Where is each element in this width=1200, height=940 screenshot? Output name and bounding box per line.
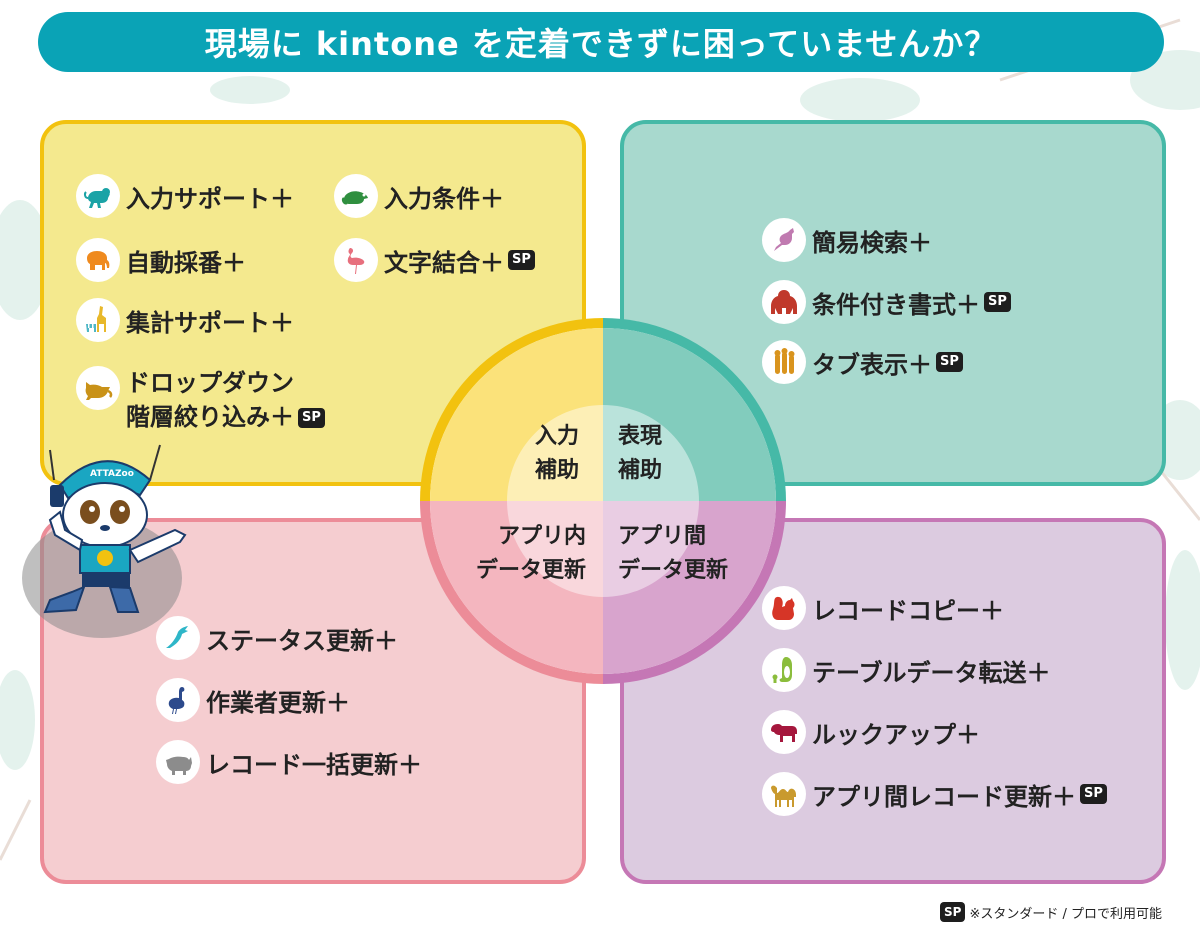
squirrel-icon xyxy=(762,586,806,630)
footnote-text: ※スタンダード / プロで利用可能 xyxy=(969,906,1162,922)
center-slice-inapp xyxy=(430,501,603,674)
plugin-label: テーブルデータ転送＋ xyxy=(812,658,1051,687)
mascot-cap-text: ATTAZoo xyxy=(90,469,134,479)
center-slice-input xyxy=(430,328,603,501)
plugin-label: 自動採番＋ xyxy=(126,248,246,277)
plugin-item[interactable]: テーブルデータ転送＋ xyxy=(762,648,1051,692)
kangaroo-icon xyxy=(762,218,806,262)
center-inner-glow xyxy=(507,405,699,597)
plugin-item[interactable]: アプリ間レコード更新＋ SP xyxy=(762,772,1107,816)
plugin-label: タブ表示＋ xyxy=(812,350,932,379)
plugin-item[interactable]: 条件付き書式＋ SP xyxy=(762,280,1011,324)
title-banner: 現場に kintone を定着できずに困っていませんか？ xyxy=(38,12,1164,72)
plugin-item[interactable]: 入力サポート＋ xyxy=(76,174,294,218)
plugin-item[interactable]: タブ表示＋ SP xyxy=(762,340,963,384)
plugin-item[interactable]: 入力条件＋ xyxy=(334,174,504,218)
plugin-item[interactable]: 簡易検索＋ xyxy=(762,218,932,262)
camel-icon xyxy=(762,772,806,816)
ostrich-icon xyxy=(156,678,200,722)
fox-icon xyxy=(76,366,120,410)
lion-icon xyxy=(762,710,806,754)
monkey-icon xyxy=(76,174,120,218)
flamingo-icon xyxy=(334,238,378,282)
plugin-label: レコード一括更新＋ xyxy=(206,750,422,779)
sp-badge: SP xyxy=(298,408,325,428)
plugin-item[interactable]: レコード一括更新＋ xyxy=(156,740,422,784)
plugin-label: 作業者更新＋ xyxy=(206,688,350,717)
plugin-label: 文字結合＋ xyxy=(384,248,504,277)
elephant-icon xyxy=(76,238,120,282)
sp-badge: SP xyxy=(936,352,963,372)
center-circle xyxy=(420,318,786,684)
plugin-item[interactable]: ルックアップ＋ xyxy=(762,710,980,754)
center-label-input: 入力補助 xyxy=(535,424,580,483)
penguin-icon xyxy=(762,648,806,692)
plugin-item[interactable]: 作業者更新＋ xyxy=(156,678,350,722)
center-slice-display xyxy=(603,328,776,501)
plugin-label: 入力条件＋ xyxy=(384,184,504,213)
meerkat-icon xyxy=(762,340,806,384)
plugin-label: 簡易検索＋ xyxy=(812,228,932,257)
page-title: 現場に kintone を定着できずに困っていませんか？ xyxy=(204,25,998,63)
plugin-label: アプリ間レコード更新＋ xyxy=(812,782,1076,811)
giraffe-zebra-icon xyxy=(76,298,120,342)
center-label-inapp: アプリ内データ更新 xyxy=(475,524,586,583)
plugin-label: 入力サポート＋ xyxy=(126,184,294,213)
sp-badge: SP xyxy=(984,292,1011,312)
plugin-label: ルックアップ＋ xyxy=(812,720,980,749)
plugin-item[interactable]: ドロップダウン 階層絞り込み＋SP xyxy=(76,366,325,434)
chameleon-icon xyxy=(334,174,378,218)
plugin-label: 条件付き書式＋ xyxy=(812,290,980,319)
plugin-item[interactable]: 集計サポート＋ xyxy=(76,298,294,342)
plugin-label: レコードコピー＋ xyxy=(812,596,1004,625)
plugin-item[interactable]: 文字結合＋ SP xyxy=(334,238,535,282)
rhino-icon xyxy=(156,740,200,784)
footnote: SP ※スタンダード / プロで利用可能 xyxy=(940,902,1162,922)
bird-icon xyxy=(156,616,200,660)
plugin-item[interactable]: ステータス更新＋ xyxy=(156,616,398,660)
plugin-label-line1: ドロップダウン xyxy=(126,369,294,397)
center-label-display: 表現補助 xyxy=(618,424,663,483)
gorilla-icon xyxy=(762,280,806,324)
sp-badge: SP xyxy=(508,250,535,270)
plugin-item[interactable]: レコードコピー＋ xyxy=(762,586,1004,630)
center-slice-crossapp xyxy=(603,501,776,674)
plugin-label-line2: 階層絞り込み＋ xyxy=(126,403,294,431)
plugin-item[interactable]: 自動採番＋ xyxy=(76,238,246,282)
plugin-label: ステータス更新＋ xyxy=(206,626,398,655)
mascot-character: ATTAZoo xyxy=(22,444,187,638)
sp-badge: SP xyxy=(940,902,966,922)
center-label-crossapp: アプリ間データ更新 xyxy=(618,524,729,583)
plugin-label: 集計サポート＋ xyxy=(126,308,294,337)
plugin-label-multiline: ドロップダウン 階層絞り込み＋SP xyxy=(126,366,325,434)
sp-badge: SP xyxy=(1080,784,1107,804)
